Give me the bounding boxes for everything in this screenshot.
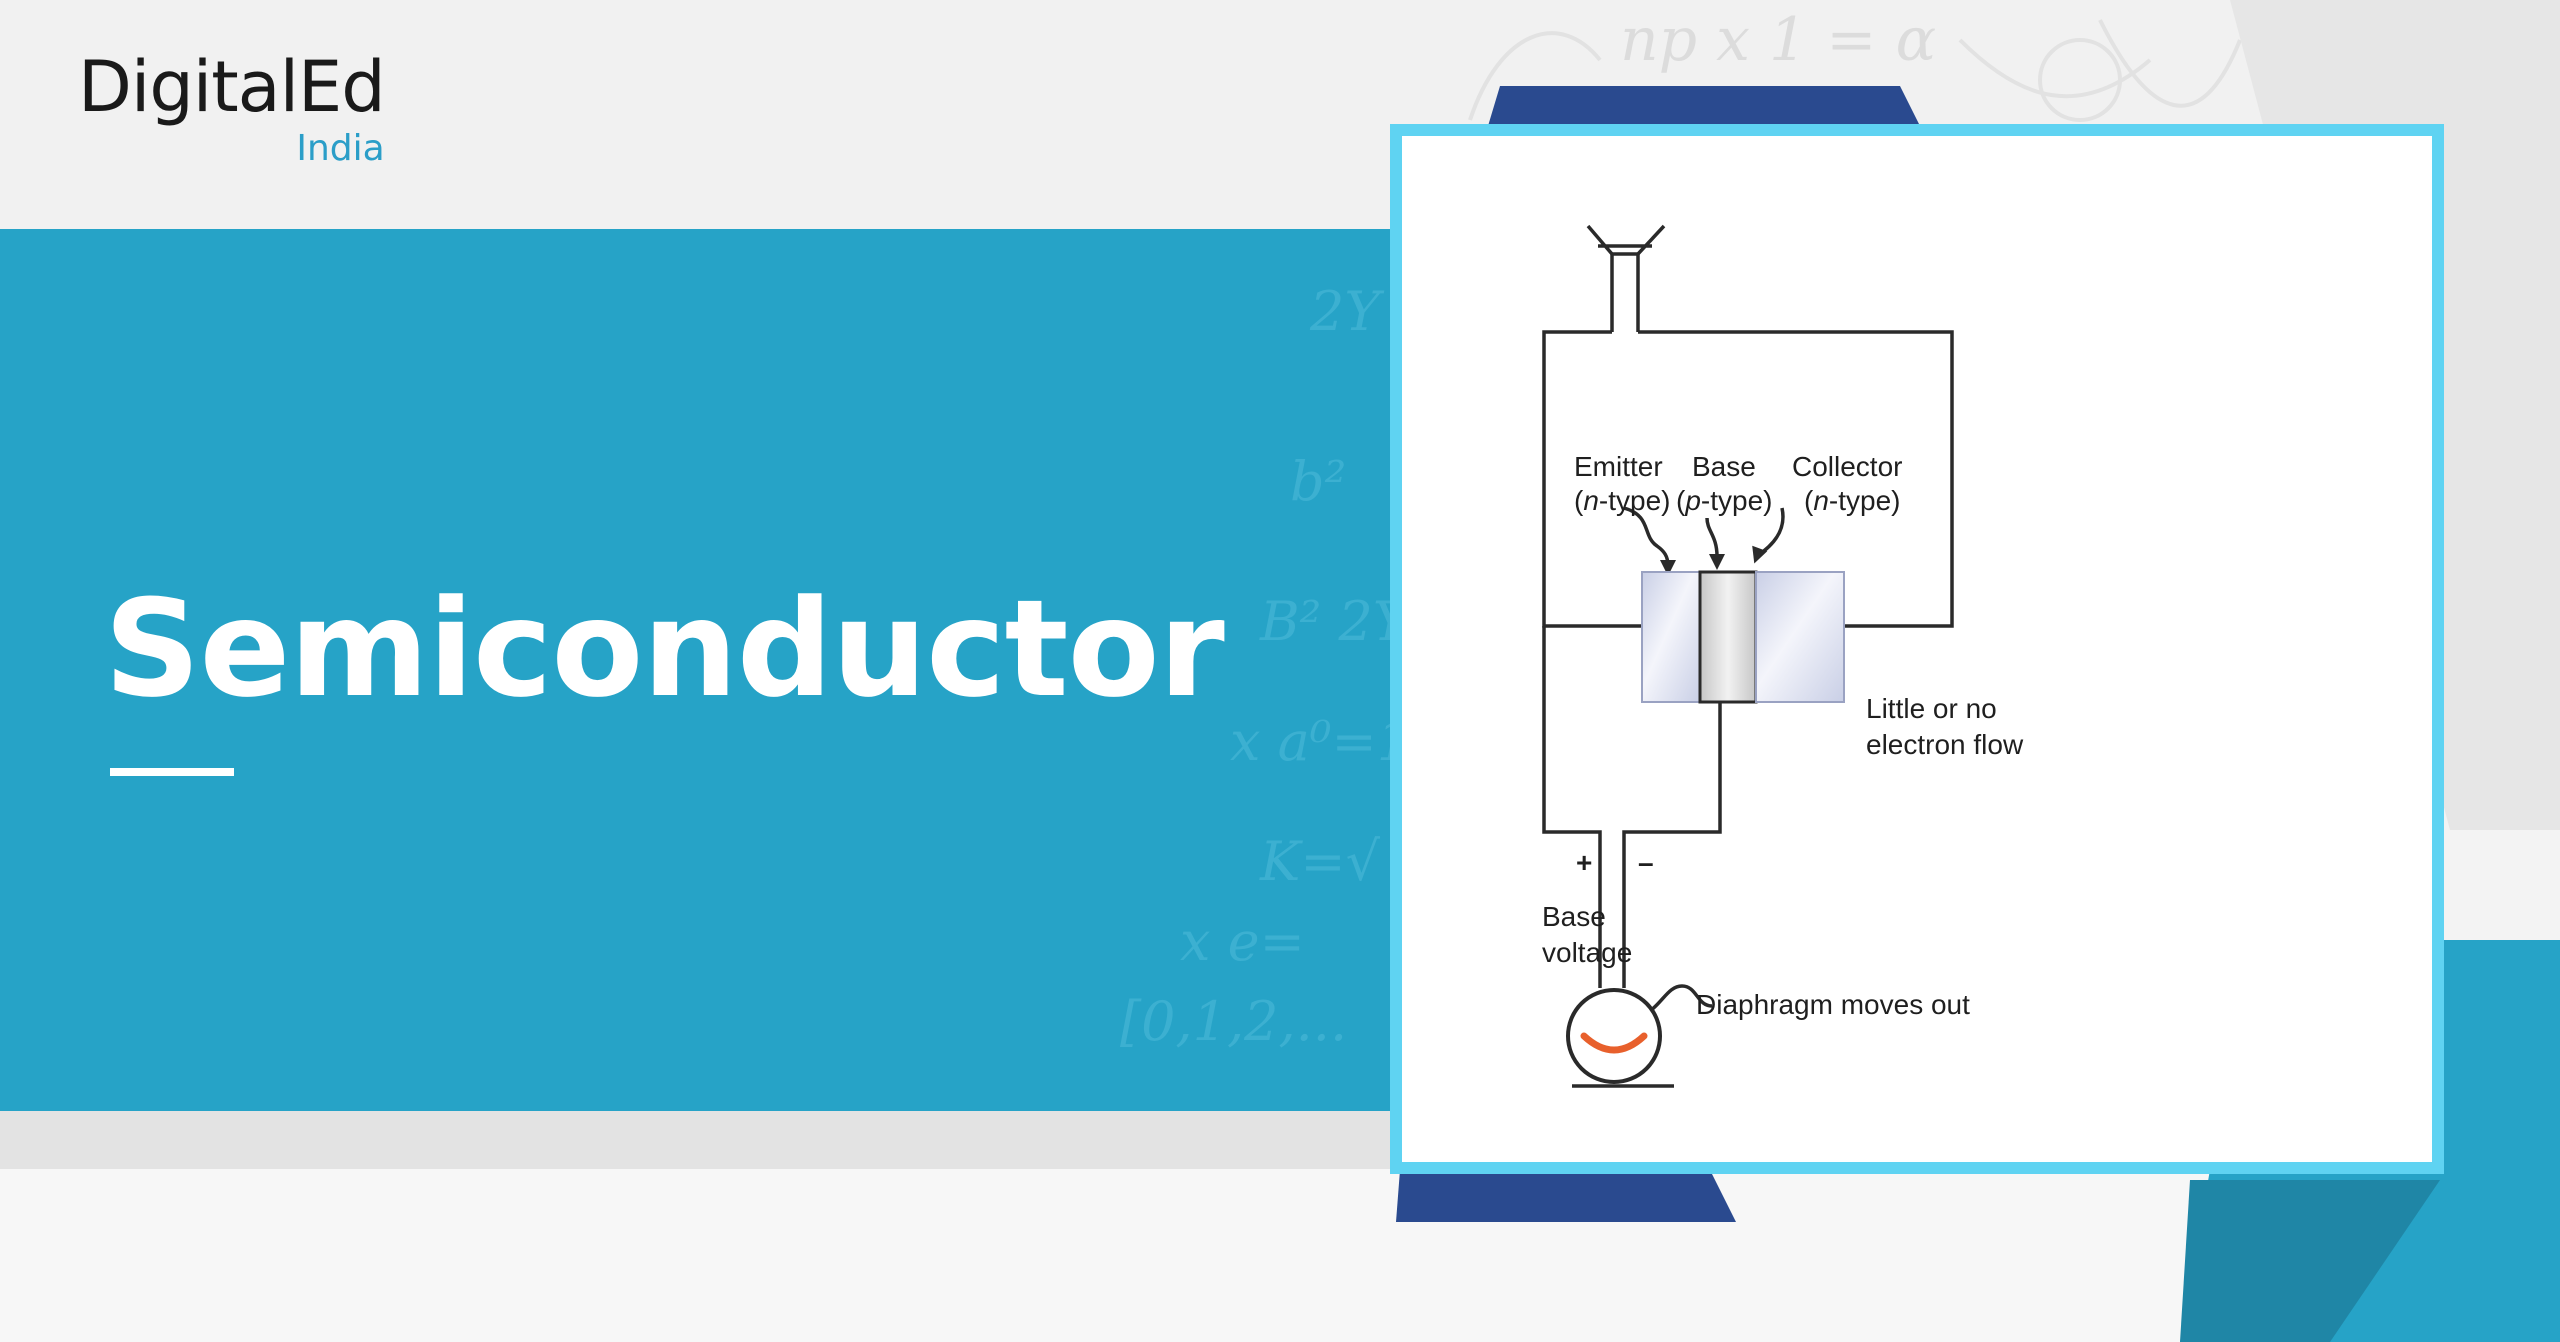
collector-region [1755,571,1845,703]
antenna-icon [1610,252,1640,296]
base-type-label: (p-type) [1676,485,1772,516]
speaker-icon [1566,988,1662,1084]
electron-flow-label-line2: electron flow [1866,729,2024,760]
minus-sign: – [1638,847,1654,878]
base-voltage-label-line2: voltage [1542,937,1632,968]
page-title: Semiconductor [104,571,1225,727]
diagram-card: Emitter (n-type) Base (p-type) Collector… [1390,124,2444,1174]
base-voltage-label-line1: Base [1542,901,1606,932]
emitter-label: Emitter [1574,451,1663,482]
title-banner [0,229,1400,1111]
bottom-band [0,1169,2560,1342]
transistor-circuit-diagram: Emitter (n-type) Base (p-type) Collector… [1542,224,2024,1088]
circuit-wires [1542,224,1954,1088]
base-label: Base [1692,451,1756,482]
electron-flow-label-line1: Little or no [1866,693,1997,724]
title-underline [110,768,234,776]
plus-sign: + [1576,847,1592,878]
svg-text:[0,1,2,...: [0,1,2,... [1120,990,1347,1053]
brand-name: DigitalEd [78,46,386,128]
diaphragm-icon [1580,1032,1648,1054]
brand-logo[interactable]: DigitalEd India [78,46,386,169]
emitter-region [1641,571,1701,703]
emitter-type-label: (n-type) [1574,485,1670,516]
collector-type-label: (n-type) [1804,485,1900,516]
base-region [1698,570,1758,704]
svg-text:2Y: 2Y [1309,280,1384,343]
svg-text:x a⁰=1: x a⁰=1 [1230,710,1411,773]
banner-shadow [0,1111,1400,1169]
brand-region: India [296,128,385,169]
svg-text:B² 2Y: B² 2Y [1259,590,1413,653]
svg-text:np x 1 = α: np x 1 = α [1620,5,1936,75]
diaphragm-label: Diaphragm moves out [1696,989,1970,1020]
svg-text:b²: b² [1290,450,1346,513]
svg-text:x e=: x e= [1180,910,1305,973]
collector-label: Collector [1792,451,1902,482]
svg-text:K=√: K=√ [1259,830,1381,893]
